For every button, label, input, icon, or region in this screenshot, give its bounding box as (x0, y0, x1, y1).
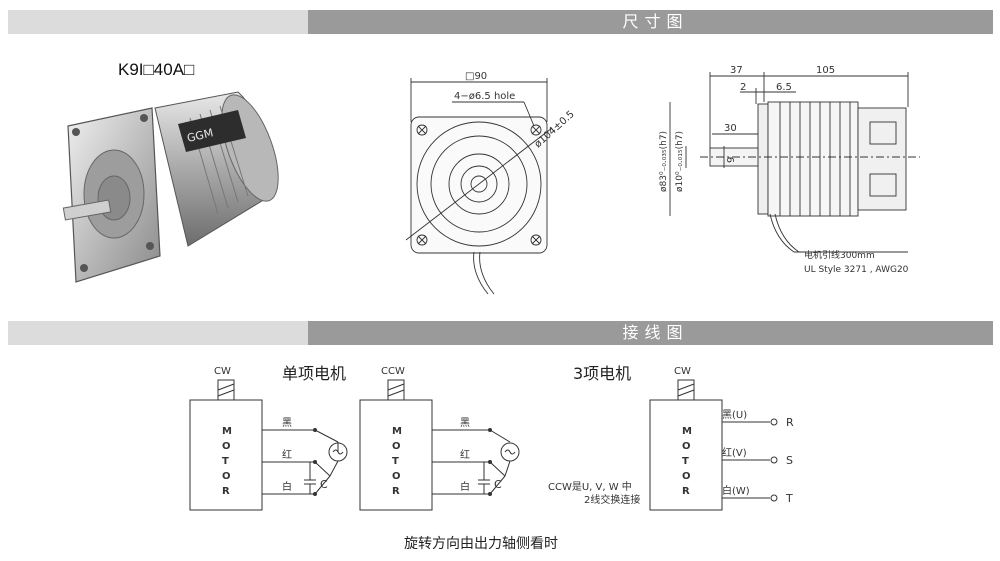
dim-105: 105 (816, 65, 835, 76)
section-bar-accent (308, 10, 993, 34)
black-wire-label: 黑 (282, 417, 292, 429)
motor-letter: R (222, 486, 230, 497)
motor-letter: T (392, 456, 399, 467)
svg-text:GGM: GGM (186, 126, 215, 145)
black-wire-label: 黑 (460, 417, 470, 429)
motor-letter: O (682, 441, 691, 452)
red-wire-label: 红 (460, 448, 470, 461)
three-phase-title: 3项电机 (573, 364, 632, 383)
ccw-note-line-1: CCW是U, V, W 中 (548, 480, 632, 493)
single-phase-title: 单项电机 (282, 364, 347, 383)
wiring-section-title: 接线图 (622, 323, 689, 342)
lead-spec: UL Style 3271 , AWG20 (804, 265, 909, 275)
white-w-label: 白(W) (722, 484, 750, 497)
shaft-diameter: ø10⁰₋₀.₀₁₅(h7) (675, 131, 685, 192)
lead-note: 电机引线300mm (804, 249, 875, 261)
square-dimension: □90 (465, 71, 487, 82)
motor-letter: M (682, 426, 692, 437)
motor-letter: O (222, 471, 231, 482)
flange-diameter: ø83⁰₋₀.₀₃₅(h7) (659, 131, 669, 192)
motor-letter: M (392, 426, 402, 437)
side-view-drawing: 37 105 2 6.5 30 9 ø83⁰₋₀.₀₃₅(h7) ø10⁰₋₀.… (659, 65, 920, 275)
white-wire-label: 白 (282, 480, 292, 493)
terminal-r: R (786, 416, 794, 429)
wiring-diagram: CW M O T O R 黑 红 白 C CCW M O T O R 黑 红 白… (189, 366, 794, 511)
motor-letter: O (222, 441, 231, 452)
front-view-drawing: □90 4−ø6.5 hole ø104±0.5 (405, 71, 577, 295)
dim-6-5: 6.5 (776, 82, 792, 93)
cw-label-1: CW (214, 366, 231, 377)
motor-letter: O (392, 441, 401, 452)
motor-letter: T (222, 456, 229, 467)
dim-30: 30 (724, 123, 737, 134)
hole-dimension: 4−ø6.5 hole (454, 91, 515, 102)
motor-letter: R (392, 486, 400, 497)
red-v-label: 红(V) (722, 446, 747, 459)
section-bar-accent (308, 321, 993, 345)
ccw-note-line-2: 2线交换连接 (584, 493, 640, 506)
cw-label-3: CW (674, 366, 691, 377)
rotation-direction-note: 旋转方向由出力轴侧看时 (404, 536, 558, 552)
dimensions-section-bar: 尺寸图 (8, 10, 993, 34)
black-u-label: 黑(U) (722, 409, 747, 421)
model-number: K9I□40A□ (118, 60, 195, 79)
red-wire-label: 红 (282, 448, 292, 461)
dim-9: 9 (726, 157, 737, 163)
motor-letter: O (392, 471, 401, 482)
terminal-s: S (786, 454, 793, 467)
wiring-section-bar: 接线图 (8, 321, 993, 345)
motor-letter: M (222, 426, 232, 437)
motor-letter: O (682, 471, 691, 482)
dim-2: 2 (740, 82, 746, 93)
ccw-label: CCW (381, 366, 405, 377)
motor-photo: GGM (62, 91, 279, 283)
dim-37: 37 (730, 65, 743, 76)
motor-letter: T (682, 456, 689, 467)
capacitor-label: C (320, 478, 328, 491)
motor-letter: R (682, 486, 690, 497)
white-wire-label: 白 (460, 480, 470, 493)
capacitor-label: C (494, 478, 502, 491)
dimensions-section-title: 尺寸图 (622, 12, 689, 31)
terminal-t: T (785, 492, 793, 505)
